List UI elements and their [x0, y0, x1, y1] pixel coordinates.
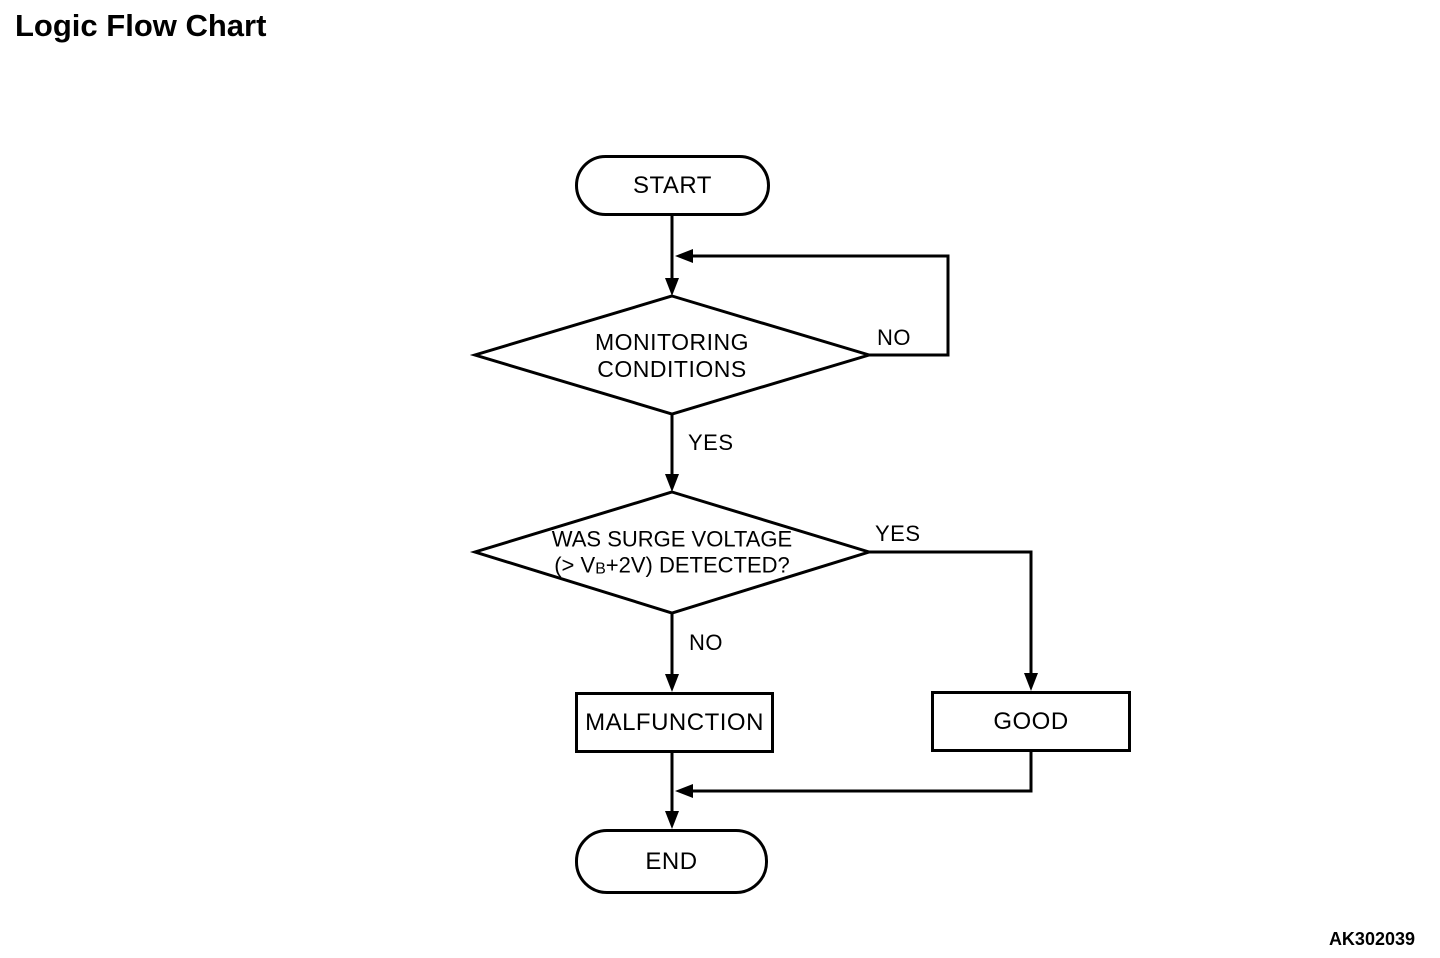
surge-label-subscript: B: [595, 560, 606, 578]
arrowhead-into-surge: [665, 474, 679, 492]
monitoring-label-line1: MONITORING: [594, 329, 750, 355]
surge-label-line2: (> VB+2V) DETECTED?: [552, 553, 792, 582]
good-node: GOOD: [931, 691, 1131, 752]
decision-surge-voltage-shape: [469, 490, 875, 615]
good-node-label: GOOD: [993, 707, 1069, 735]
end-node: END: [575, 829, 768, 894]
edge-surge-yes-to-good: [869, 550, 1033, 686]
start-node: START: [575, 155, 770, 216]
malfunction-node-label: MALFUNCTION: [585, 708, 764, 736]
edge-monitoring-no-loop: [680, 254, 950, 357]
arrowhead-into-malfunction: [665, 674, 679, 692]
arrowhead-no-loop-merge: [675, 249, 693, 263]
surge-label-line2-suffix: +2V) DETECTED?: [605, 552, 790, 578]
edge-label-surge-yes: YES: [875, 521, 921, 546]
arrowhead-into-monitoring: [665, 278, 679, 296]
edge-label-surge-no: NO: [689, 630, 723, 655]
surge-label-line1: WAS SURGE VOLTAGE: [551, 526, 793, 552]
arrowhead-into-good: [1024, 673, 1038, 691]
monitoring-label-line2: CONDITIONS: [597, 356, 747, 382]
start-node-label: START: [633, 171, 712, 199]
page-title: Logic Flow Chart: [15, 8, 267, 43]
arrowhead-into-end: [665, 811, 679, 829]
decision-monitoring-conditions-shape: [469, 294, 875, 416]
malfunction-node: MALFUNCTION: [575, 692, 774, 753]
decision-surge-voltage-label: WAS SURGE VOLTAGE (> VB+2V) DETECTED?: [552, 527, 792, 582]
surge-label-line2-prefix: (> V: [554, 552, 596, 578]
edge-good-to-end-merge: [680, 751, 1033, 793]
arrowhead-good-merge: [675, 784, 693, 798]
end-node-label: END: [645, 847, 698, 875]
edge-label-monitoring-yes: YES: [688, 430, 734, 455]
decision-monitoring-conditions-label: MONITORING CONDITIONS: [595, 329, 749, 383]
figure-code: AK302039: [1328, 929, 1415, 949]
edge-label-monitoring-no: NO: [877, 325, 911, 350]
